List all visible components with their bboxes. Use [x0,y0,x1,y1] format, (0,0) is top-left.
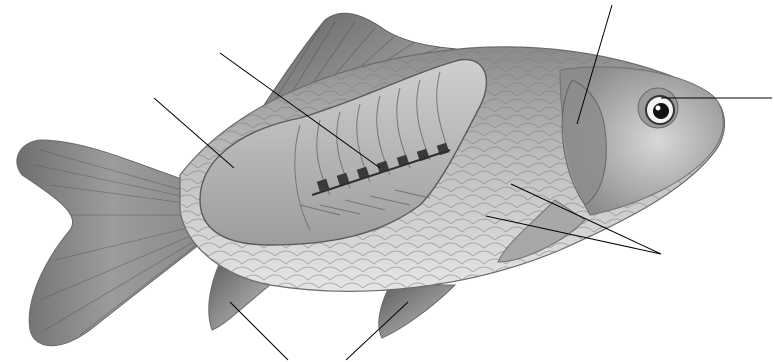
anal-fin [379,285,455,338]
pointer-line-anal-fin [346,302,408,360]
pointer-line-pelvic-fin [230,302,288,360]
pupil [653,103,669,119]
caudal-fin [17,140,205,346]
